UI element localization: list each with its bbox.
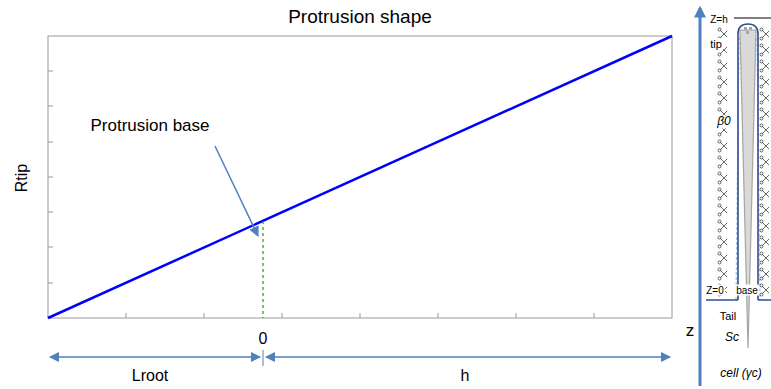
actin-wedge bbox=[740, 30, 756, 348]
level-label: Z=0 bbox=[705, 285, 725, 296]
annotation: Protrusion base bbox=[90, 117, 209, 136]
parameter-label: β0 bbox=[716, 115, 732, 128]
pointer-arrow bbox=[215, 146, 258, 236]
cell-membrane bbox=[706, 299, 771, 301]
part-label: tip bbox=[709, 38, 723, 50]
dimension-label: h bbox=[461, 367, 470, 385]
dimension-label: Lroot bbox=[132, 367, 168, 385]
axis-label: Rtip bbox=[13, 164, 31, 192]
shape-line bbox=[48, 36, 672, 318]
tick-label: 0 bbox=[259, 330, 268, 348]
height-line bbox=[734, 18, 771, 19]
parameter-label: Sc bbox=[724, 331, 740, 344]
protease-symbols bbox=[718, 28, 769, 296]
dimension-arrow bbox=[266, 356, 670, 358]
tip-dots bbox=[744, 27, 752, 34]
part-label: Tail bbox=[719, 310, 738, 322]
plot-frame bbox=[48, 36, 672, 318]
dimension-tick bbox=[263, 350, 264, 366]
axis-label: z bbox=[686, 322, 695, 341]
dimension-arrow bbox=[50, 356, 260, 358]
chart-title: Protrusion shape bbox=[288, 7, 432, 28]
membrane-outline bbox=[738, 24, 758, 300]
part-label: base bbox=[735, 285, 759, 296]
level-label: Z=h bbox=[709, 14, 729, 25]
part-label: cell (γc) bbox=[719, 367, 762, 380]
base-marker bbox=[262, 221, 263, 318]
z-axis bbox=[699, 8, 702, 386]
